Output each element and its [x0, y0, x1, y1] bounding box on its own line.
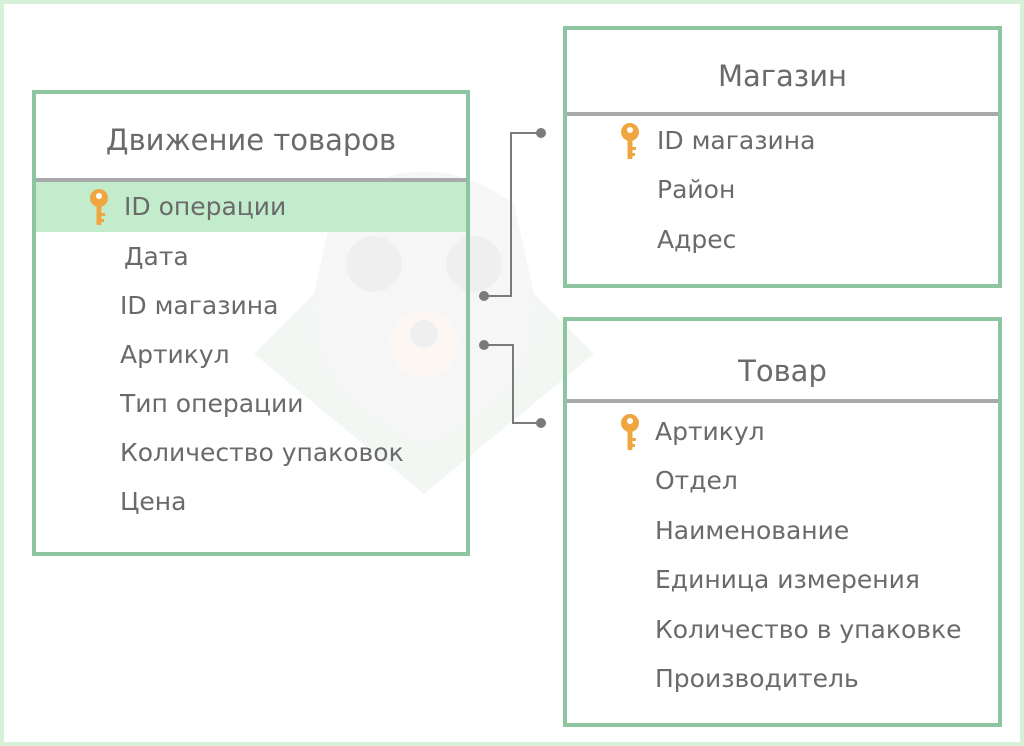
bear-logo-watermark — [254, 171, 594, 494]
field-name: ID операции — [124, 192, 287, 221]
field-row: Отдел — [567, 456, 998, 506]
field-row: Наименование — [567, 506, 998, 556]
field-name: Артикул — [655, 417, 765, 446]
field-name: Артикул — [120, 340, 230, 369]
field-name: Отдел — [655, 466, 738, 495]
field-row: ID магазина — [567, 116, 998, 166]
field-row: Район — [567, 165, 998, 215]
field-row: Количество в упаковке — [567, 605, 998, 655]
field-row: ID магазина — [36, 281, 466, 331]
link-article — [484, 344, 541, 424]
field-row: Артикул — [36, 330, 466, 380]
field-row-selected: ID операции — [36, 182, 466, 232]
field-row: Единица измерения — [567, 555, 998, 605]
field-row: Цена — [36, 477, 466, 527]
field-name: Производитель — [655, 664, 859, 693]
field-name: ID магазина — [657, 126, 816, 155]
field-name: Дата — [124, 242, 189, 271]
table-title: Движение товаров — [36, 94, 466, 182]
table-product: Товар Артикул Отдел Наименование Единица… — [563, 317, 1002, 727]
table-product-movement: Движение товаров ID операции Дата ID маг… — [32, 90, 470, 556]
connector-endpoint — [536, 418, 546, 428]
field-row: Количество упаковок — [36, 428, 466, 478]
field-name: ID магазина — [120, 291, 279, 320]
table-title: Магазин — [567, 30, 998, 116]
field-row: Производитель — [567, 654, 998, 704]
key-icon — [621, 123, 639, 159]
connector-endpoint — [536, 128, 546, 138]
field-name: Наименование — [655, 516, 850, 545]
connector-endpoint — [479, 340, 489, 350]
table-store: Магазин ID магазина Район Адрес — [563, 26, 1002, 288]
field-name: Тип операции — [120, 389, 304, 418]
key-icon — [90, 189, 108, 225]
field-name: Цена — [120, 487, 187, 516]
field-row: Адрес — [567, 215, 998, 265]
field-name: Район — [657, 175, 736, 204]
table-title: Товар — [567, 321, 998, 403]
field-name: Количество упаковок — [120, 438, 404, 467]
link-store-id — [484, 132, 541, 297]
relationship-connectors — [479, 128, 546, 428]
key-icon — [621, 414, 639, 450]
field-name: Количество в упаковке — [655, 615, 962, 644]
field-row: Артикул — [567, 407, 998, 457]
field-name: Единица измерения — [655, 565, 920, 594]
connector-endpoint — [479, 291, 489, 301]
field-row: Дата — [36, 232, 466, 282]
field-row: Тип операции — [36, 379, 466, 429]
field-name: Адрес — [657, 225, 737, 254]
